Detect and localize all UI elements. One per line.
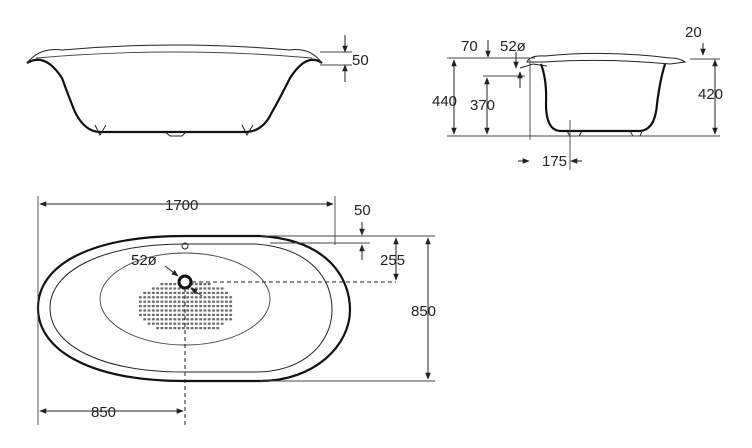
top-rim-width-label: 50 [354, 202, 371, 219]
overflow-mark [181, 242, 189, 250]
tub-end-rim [526, 52, 687, 65]
top-drain-position-label: 850 [91, 404, 116, 421]
end-rim-depth-label: 20 [685, 24, 702, 41]
tub-end-outline [539, 63, 667, 133]
end-drain-height-label: 370 [470, 97, 495, 114]
tub-side-rim [26, 44, 323, 64]
end-drain-diameter-label: 52ø [500, 38, 526, 55]
end-total-height-label: 440 [432, 93, 457, 110]
top-view: 1700 850 50 255 52ø 850 [36, 196, 436, 425]
top-length-label: 1700 [165, 197, 198, 214]
tub-top-inner-rim [49, 243, 333, 373]
end-offset-label: 70 [461, 38, 478, 55]
top-drain-diameter-label: 52ø [131, 252, 157, 269]
top-width-label: 850 [411, 303, 436, 320]
side-view: 50 [26, 35, 369, 137]
drain-icon [177, 274, 193, 290]
tub-side-outline [26, 58, 323, 134]
tub-side-feet [94, 124, 254, 137]
end-view: 440 370 70 52ø 20 420 175 [432, 24, 723, 170]
end-drain-distance-label: 175 [542, 153, 567, 170]
tub-top-outline [36, 234, 352, 383]
top-drain-offset-label: 255 [380, 252, 405, 269]
drain-grate [139, 283, 233, 330]
side-rim-height-label: 50 [352, 52, 369, 69]
end-inner-height-label: 420 [698, 86, 723, 103]
